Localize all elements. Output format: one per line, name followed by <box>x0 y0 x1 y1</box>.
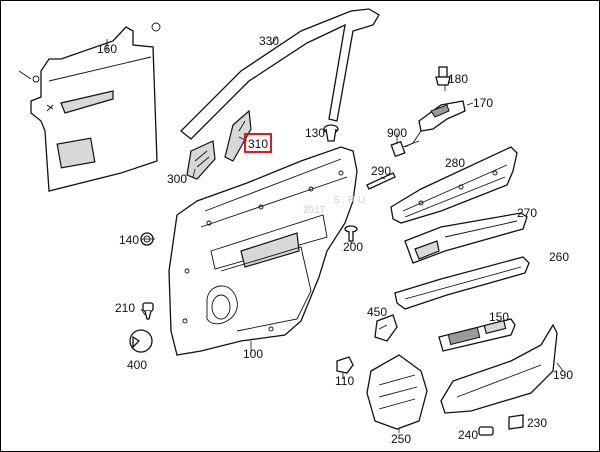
leader-lines <box>106 36 564 433</box>
watermark-year: 2017 <box>303 205 326 216</box>
part-400-tool[interactable] <box>129 329 153 353</box>
part-210-push-pin[interactable] <box>142 302 154 320</box>
label-part-190[interactable]: 190 <box>553 368 573 382</box>
label-part-210[interactable]: 210 <box>115 301 135 315</box>
part-150-switch-panel[interactable] <box>438 318 516 352</box>
label-part-400[interactable]: 400 <box>127 358 147 372</box>
watermark-text: S . R U <box>333 195 365 206</box>
part-260-armrest-lower[interactable] <box>394 256 530 310</box>
part-900-connector[interactable] <box>390 140 420 158</box>
label-part-300[interactable]: 300 <box>167 172 187 186</box>
part-100-door-panel[interactable] <box>168 146 358 356</box>
part-280-upper-trim[interactable] <box>390 146 518 224</box>
label-part-110[interactable]: 110 <box>335 374 354 388</box>
label-part-900[interactable]: 900 <box>387 126 407 140</box>
part-110-bolt[interactable] <box>336 356 354 374</box>
part-290-trim-strip[interactable] <box>366 172 396 190</box>
label-part-170[interactable]: 170 <box>473 96 493 110</box>
label-part-290[interactable]: 290 <box>371 164 391 178</box>
label-part-450[interactable]: 450 <box>367 305 387 319</box>
part-170-inner-handle[interactable] <box>404 100 466 148</box>
highlight-box-310 <box>244 133 272 153</box>
part-130-clip[interactable] <box>323 124 339 142</box>
label-part-130[interactable]: 130 <box>305 126 325 140</box>
label-part-200[interactable]: 200 <box>343 240 363 254</box>
label-part-150[interactable]: 150 <box>489 310 509 324</box>
part-190-pocket-trim[interactable] <box>440 323 558 414</box>
part-300-tweeter-cover[interactable] <box>186 140 216 180</box>
label-part-160[interactable]: 160 <box>97 42 117 56</box>
part-240-plug[interactable] <box>478 426 494 436</box>
part-230-clip[interactable] <box>508 414 524 430</box>
label-part-280[interactable]: 280 <box>445 156 465 170</box>
part-270-armrest-top[interactable] <box>404 212 528 264</box>
label-part-260[interactable]: 260 <box>549 250 569 264</box>
watermark: 2017 S . R U <box>303 195 365 216</box>
part-200-screw[interactable] <box>344 225 358 242</box>
label-part-250[interactable]: 250 <box>391 432 411 446</box>
part-310-mirror-trim[interactable] <box>224 109 252 162</box>
label-part-270[interactable]: 270 <box>517 206 537 220</box>
label-part-330[interactable]: 330 <box>259 34 279 48</box>
part-labels: 160 330 180 170 130 310 900 300 290 280 … <box>97 34 573 446</box>
part-160-insulation-panel[interactable] <box>18 22 161 192</box>
label-part-140[interactable]: 140 <box>119 233 139 247</box>
part-180-bolt[interactable] <box>435 66 451 86</box>
label-part-310[interactable]: 310 <box>248 137 268 151</box>
label-part-180[interactable]: 180 <box>448 72 468 86</box>
part-250-speaker-grille[interactable] <box>366 354 428 430</box>
part-330-window-seal[interactable] <box>180 8 380 140</box>
label-part-230[interactable]: 230 <box>527 416 547 430</box>
label-part-240[interactable]: 240 <box>458 428 478 442</box>
part-450-bracket[interactable] <box>374 314 398 342</box>
label-part-100[interactable]: 100 <box>243 347 263 361</box>
